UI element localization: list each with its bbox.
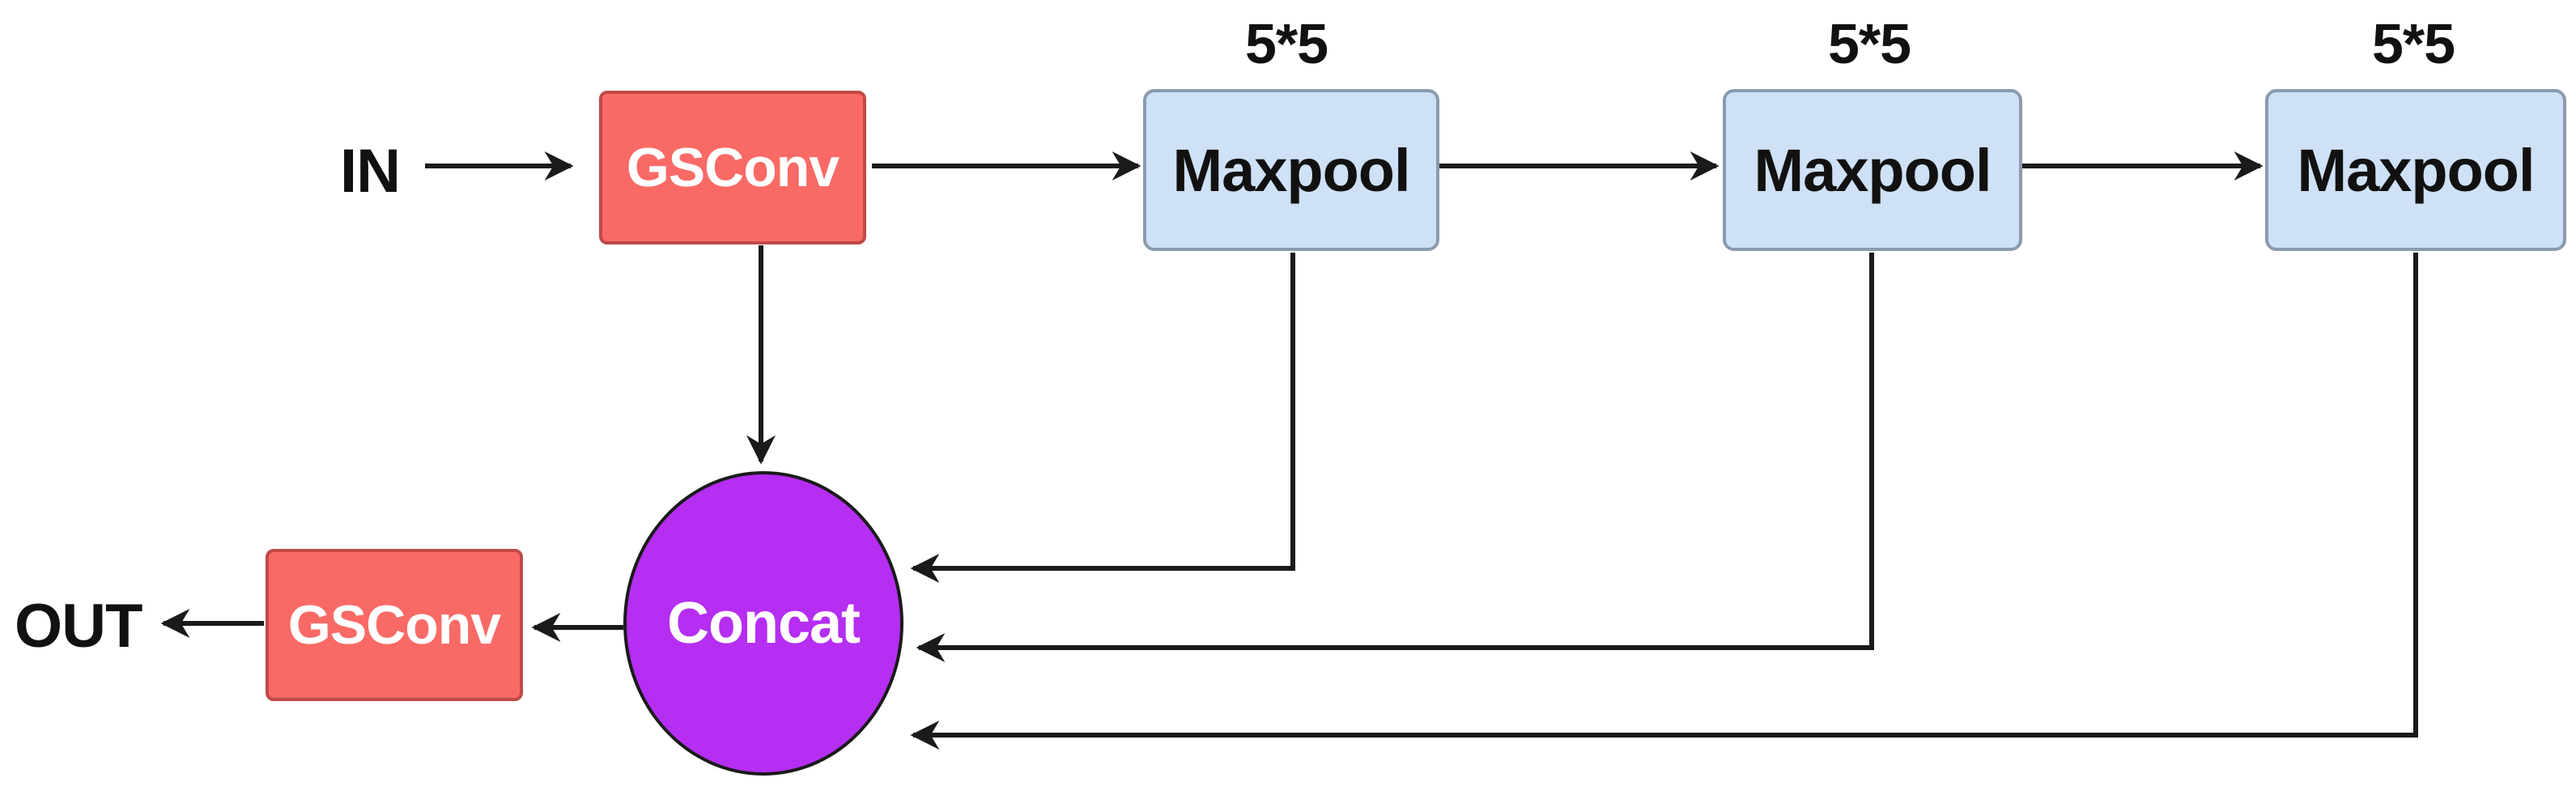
gsconv-input-block: GSConv [599, 91, 866, 244]
edge-maxpool-3-to-concat [910, 253, 2418, 750]
input-label: IN [340, 137, 401, 206]
output-label: OUT [15, 592, 142, 661]
edge-maxpool-2-to-concat [916, 253, 1874, 662]
gsconv-output-block: GSConv [266, 549, 523, 701]
kernel-size-label-2: 5*5 [1828, 12, 1911, 75]
maxpool-block-1: Maxpool [1143, 89, 1439, 251]
maxpool-block-3: Maxpool [2265, 89, 2566, 251]
concat-node: Concat [623, 471, 903, 776]
edge-maxpool-1-to-concat [910, 253, 1295, 583]
kernel-size-label-1: 5*5 [1245, 12, 1328, 75]
kernel-size-label-3: 5*5 [2372, 12, 2455, 75]
maxpool-block-2: Maxpool [1723, 89, 2022, 251]
